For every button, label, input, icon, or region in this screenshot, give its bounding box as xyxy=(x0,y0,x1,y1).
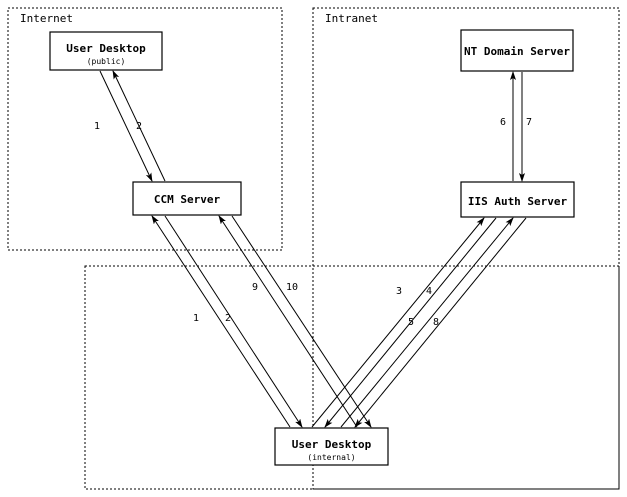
edge-8-iis-to-internal xyxy=(354,217,527,428)
edge-label-edge-2b-ccm-to-internal: 2 xyxy=(225,313,231,324)
zone-boundaries: Internet Intranet xyxy=(7,7,620,490)
edge-label-edge-7-nt-to-iis: 7 xyxy=(526,117,532,128)
node-ccm-server[interactable]: CCM Server xyxy=(132,181,242,216)
edge-label-edge-1b-internal-to-ccm: 1 xyxy=(193,313,199,324)
node-title-user-desktop-internal: User Desktop xyxy=(292,438,372,451)
edge-label-edge-9-internal-to-ccm: 9 xyxy=(252,282,258,293)
edge-label-edge-4-iis-to-internal: 4 xyxy=(426,286,432,297)
node-box-ccm-server[interactable] xyxy=(132,181,242,216)
edge-5-internal-to-iis xyxy=(340,217,514,428)
node-iis-auth-server[interactable]: IIS Auth Server xyxy=(460,181,575,218)
diagram-nodes: User Desktop (public) CCM Server NT Domain … xyxy=(49,29,575,466)
edge-1-public-to-ccm xyxy=(99,70,153,182)
edge-label-edge-8-iis-to-internal: 8 xyxy=(433,317,439,328)
zone-border-internal-lan xyxy=(84,265,620,490)
node-subtitle-user-desktop-public: (public) xyxy=(87,57,126,66)
zone-intranet: Intranet xyxy=(312,7,620,490)
node-user-desktop-internal[interactable]: User Desktop (internal) xyxy=(274,427,389,466)
node-title-nt-domain-server: NT Domain Server xyxy=(464,45,570,58)
node-nt-domain-server[interactable]: NT Domain Server xyxy=(460,29,574,72)
edge-label-edge-3-internal-to-iis: 3 xyxy=(396,286,402,297)
zone-internet: Internet xyxy=(7,7,283,251)
flow-edges xyxy=(99,70,527,428)
edge-2-ccm-to-public xyxy=(112,70,166,182)
node-title-iis-auth-server: IIS Auth Server xyxy=(468,195,568,208)
node-box-nt-domain-server[interactable] xyxy=(460,29,574,72)
edge-label-edge-2-ccm-to-public: 2 xyxy=(136,121,142,132)
zone-border-internet xyxy=(7,7,283,251)
edge-label-edge-10-ccm-to-internal: 10 xyxy=(286,282,298,293)
node-title-ccm-server: CCM Server xyxy=(154,193,221,206)
zone-border-intranet xyxy=(312,7,620,490)
node-subtitle-user-desktop-internal: (internal) xyxy=(307,453,355,462)
zone-internal-lan xyxy=(84,265,620,490)
edge-9-internal-to-ccm xyxy=(218,215,358,428)
edge-label-edge-5-internal-to-iis: 5 xyxy=(408,317,414,328)
node-box-user-desktop-internal[interactable] xyxy=(274,427,389,466)
edge-step-labels: 1 2 1 2 3 4 5 8 6 7 9 10 xyxy=(94,117,532,328)
zone-label-intranet: Intranet xyxy=(325,12,378,25)
node-box-iis-auth-server[interactable] xyxy=(460,181,575,218)
edge-label-edge-1-public-to-ccm: 1 xyxy=(94,121,100,132)
zone-label-internet: Internet xyxy=(20,12,73,25)
edge-2b-ccm-to-internal xyxy=(164,215,303,428)
edge-1b-internal-to-ccm xyxy=(151,215,291,428)
edge-4-iis-to-internal xyxy=(324,217,497,428)
node-title-user-desktop-public: User Desktop xyxy=(66,42,146,55)
node-box-user-desktop-public[interactable] xyxy=(49,31,163,71)
node-user-desktop-public[interactable]: User Desktop (public) xyxy=(49,31,163,71)
edge-10-ccm-to-internal xyxy=(231,215,372,428)
edge-label-edge-6-iis-to-nt: 6 xyxy=(500,117,506,128)
edge-3-internal-to-iis xyxy=(311,217,485,428)
